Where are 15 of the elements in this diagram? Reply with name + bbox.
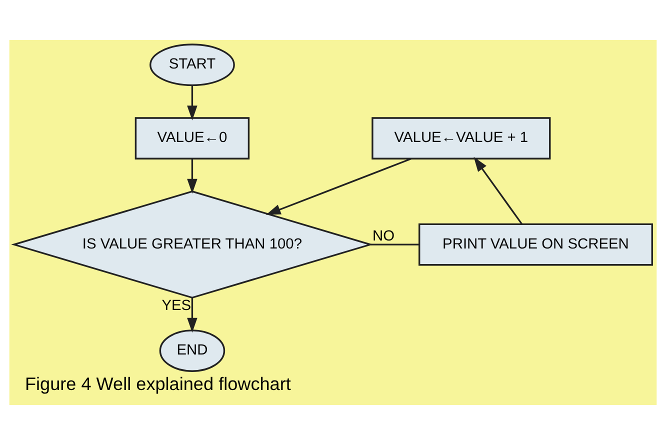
node-ellipse: END xyxy=(158,330,225,372)
arrow xyxy=(265,158,411,215)
node-box: VALUE←VALUE + 1 xyxy=(371,117,550,160)
node-box: VALUE←0 xyxy=(134,117,250,160)
edge-label: YES xyxy=(161,298,191,314)
node-box: PRINT VALUE ON SCREEN xyxy=(418,223,652,266)
node-ellipse: START xyxy=(149,44,234,86)
edge-label: NO xyxy=(372,228,394,244)
caption: Figure 4 Well explained flowchart xyxy=(24,374,290,394)
arrow xyxy=(186,159,197,194)
arrow xyxy=(186,85,197,120)
arrow xyxy=(473,156,522,224)
node-diamond: IS VALUE GREATER THAN 100? xyxy=(10,190,373,299)
connector xyxy=(370,244,419,246)
arrow xyxy=(186,298,197,333)
